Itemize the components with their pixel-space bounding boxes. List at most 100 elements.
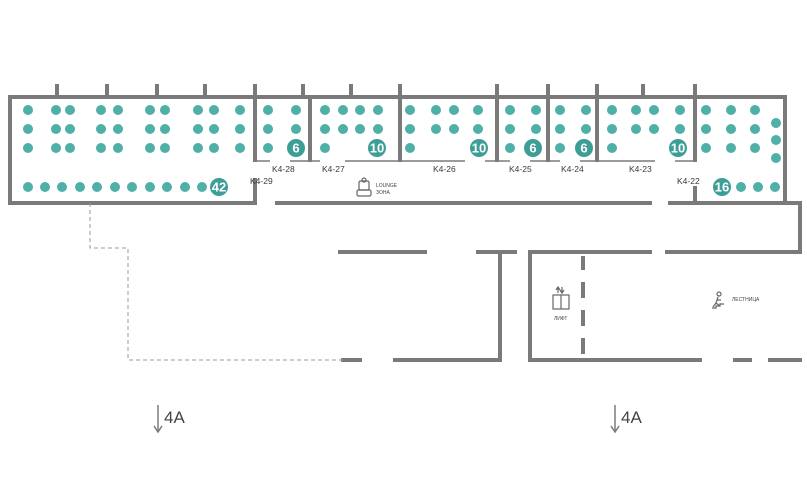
seat [235,124,245,134]
seat [263,124,273,134]
seat [145,105,155,115]
arrow-down-icon [610,405,620,434]
seat [65,105,75,115]
capacity-badge-text: 10 [671,141,685,156]
room-label: K4-28 [272,164,295,174]
capacity-badge-circle [368,139,386,157]
seat [449,105,459,115]
capacity-badge: 6 [524,139,542,157]
capacity-badge: 6 [575,139,593,157]
seat [431,124,441,134]
elevator-label: ЛИФТ [554,316,567,322]
seat [607,105,617,115]
room-label: K4-23 [629,164,652,174]
room-label: K4-27 [322,164,345,174]
seat [96,105,106,115]
seat [701,143,711,153]
capacity-badge-text: 6 [529,141,536,156]
lounge-zone: LOUNGE ЗОНА [356,177,398,197]
capacity-badge-text: 6 [580,141,587,156]
seat [320,124,330,134]
seat [675,105,685,115]
room-label: K4-22 [677,176,700,186]
room-label: K4-26 [433,164,456,174]
seat [355,105,365,115]
seat [65,124,75,134]
seat [726,143,736,153]
seat [649,124,659,134]
seat [320,143,330,153]
seat [473,124,483,134]
sofa-icon [356,177,372,197]
seat [771,135,781,145]
room-label: K4-24 [561,164,584,174]
arrow-down-icon [153,405,163,434]
lounge-label-line2: ЗОНА [376,190,390,196]
seat [771,118,781,128]
exit-label-left: 4A [164,408,185,427]
seat [355,124,365,134]
seat [23,105,33,115]
seat [338,124,348,134]
capacity-badge-circle [669,139,687,157]
seat [320,105,330,115]
seat [113,105,123,115]
seat [431,105,441,115]
seat [263,105,273,115]
seat [373,105,383,115]
seat [96,124,106,134]
seat [338,105,348,115]
seat [51,105,61,115]
seat [193,124,203,134]
elevator: ЛИФТ [552,285,570,322]
stairs: ЛЕСТНИЦА [712,291,760,309]
seat [555,105,565,115]
seat [555,143,565,153]
seat [750,105,760,115]
seat [209,124,219,134]
seat [473,105,483,115]
lounge-label-line1: LOUNGE [376,183,398,189]
stairs-label: ЛЕСТНИЦА [732,297,760,303]
seat [505,105,515,115]
seat [405,105,415,115]
seat [197,182,207,192]
capacity-badge: 10 [470,139,488,157]
seat [736,182,746,192]
seat [193,105,203,115]
seat [145,182,155,192]
capacity-badge: 42 [210,178,228,196]
seat [235,143,245,153]
seat [57,182,67,192]
seat [51,143,61,153]
seat [631,124,641,134]
capacity-badge-circle [210,178,228,196]
seat [235,105,245,115]
seat [160,124,170,134]
seat [531,105,541,115]
room-label: K4-25 [509,164,532,174]
seat [750,143,760,153]
seat [51,124,61,134]
seat [581,124,591,134]
seat [92,182,102,192]
seat [555,124,565,134]
seat [726,124,736,134]
stairs-icon [712,291,724,309]
seat [160,143,170,153]
seat [160,105,170,115]
capacity-badge-circle [713,178,731,196]
seat [607,143,617,153]
seat [145,124,155,134]
seat [209,105,219,115]
seat [291,124,301,134]
seat [75,182,85,192]
capacity-badge-circle [470,139,488,157]
seat [405,143,415,153]
seat [96,143,106,153]
seat [65,143,75,153]
dashed-outline [89,203,343,361]
capacity-badge-text: 6 [292,141,299,156]
seat [180,182,190,192]
seat [209,143,219,153]
